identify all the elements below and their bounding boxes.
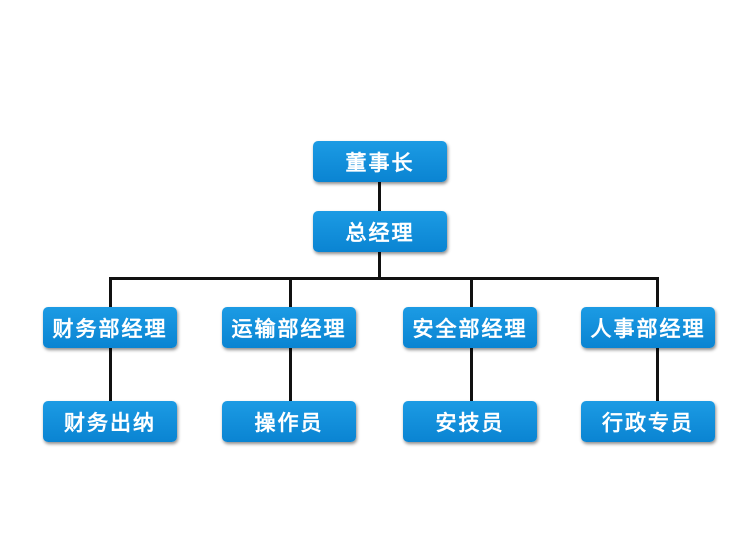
node-hr-admin-specialist: 行政专员	[581, 401, 715, 442]
connector-transport-to-staff	[289, 347, 292, 402]
node-transport-manager: 运输部经理	[222, 307, 356, 348]
node-hr-manager: 人事部经理	[581, 307, 715, 348]
node-transport-operator: 操作员	[222, 401, 356, 442]
connector-bus-to-safety	[470, 277, 473, 307]
connector-horizontal-bus	[109, 277, 659, 280]
connector-finance-to-staff	[109, 347, 112, 402]
connector-safety-to-staff	[470, 347, 473, 402]
node-finance-manager: 财务部经理	[43, 307, 177, 348]
node-general-manager: 总经理	[313, 211, 447, 252]
node-finance-cashier: 财务出纳	[43, 401, 177, 442]
connector-gm-to-bus	[378, 251, 381, 279]
connector-root-to-gm	[378, 182, 381, 211]
connector-bus-to-finance	[109, 277, 112, 307]
connector-hr-to-staff	[656, 347, 659, 402]
connector-bus-to-hr	[656, 277, 659, 307]
node-safety-manager: 安全部经理	[403, 307, 537, 348]
node-chairman: 董事长	[313, 141, 447, 182]
connector-bus-to-transport	[289, 277, 292, 307]
node-safety-technician: 安技员	[403, 401, 537, 442]
